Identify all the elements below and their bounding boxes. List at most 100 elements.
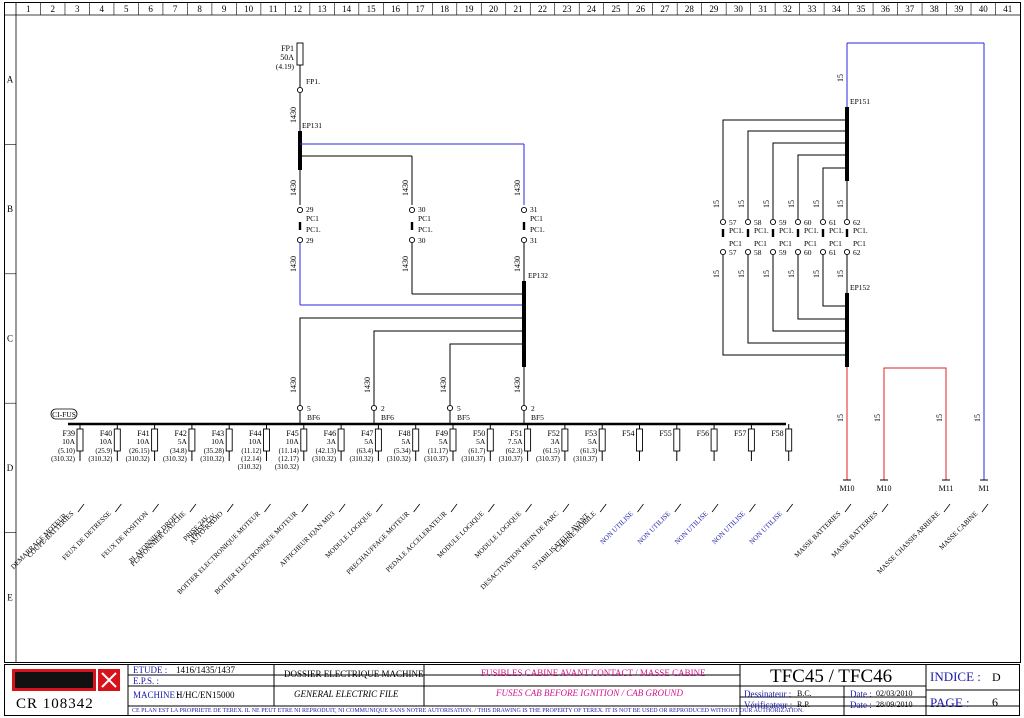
- row-letter: C: [7, 334, 13, 344]
- pc1-pin-number: 57: [729, 218, 737, 227]
- column-number: 9: [222, 4, 227, 14]
- pc1-pin-number: 30: [418, 205, 426, 214]
- fuse-ref: (62.3): [506, 447, 524, 455]
- fuse-id: F51: [510, 429, 522, 438]
- label-leader: [189, 503, 197, 513]
- wire: [772, 255, 847, 332]
- fuse-id: F55: [659, 429, 671, 438]
- fuse-ref: (34.8): [170, 447, 188, 455]
- wire: [797, 255, 847, 320]
- fuse-id: F43: [212, 429, 224, 438]
- wire-number: 1430: [513, 180, 522, 196]
- column-number: 34: [832, 4, 842, 14]
- column-number: 29: [709, 4, 719, 14]
- label-leader: [786, 503, 794, 513]
- label-leader: [264, 503, 271, 513]
- label-leader: [301, 503, 309, 513]
- fuse-symbol: [225, 428, 233, 452]
- indice-value: D: [992, 670, 1001, 684]
- column-number: 16: [391, 4, 401, 14]
- wire-number: 15: [787, 200, 796, 208]
- wire: [449, 343, 524, 405]
- wiring: [68, 42, 989, 513]
- pc1-pin-number: 31: [530, 236, 538, 245]
- label-leader: [152, 503, 159, 513]
- fuse-rating: 10A: [249, 437, 263, 446]
- fuse-rating: 10A: [137, 437, 151, 446]
- fuse-ref: (12.14): [241, 455, 262, 463]
- fuse-ref: (12.17): [278, 455, 299, 463]
- fuse-rating: 10A: [211, 437, 225, 446]
- fuse-box-tag: [50, 408, 78, 420]
- fuse-symbol: [449, 428, 457, 452]
- ep152-bar: [845, 293, 849, 367]
- label-leader: [749, 503, 756, 513]
- wire: [772, 142, 847, 219]
- date-1: 02/03/2010: [876, 689, 913, 698]
- column-number: 31: [758, 4, 767, 14]
- fuse-rating: 3A: [327, 437, 337, 446]
- wire-number: 15: [762, 200, 771, 208]
- fuse-symbol: [337, 428, 345, 452]
- title-block: CR 108342 ETUDE : 1416/1435/1437 E.P.S. …: [4, 664, 1020, 716]
- fuse-rating: 5A: [588, 437, 598, 446]
- pc1-pin: [520, 206, 528, 214]
- label-leader: [525, 503, 532, 513]
- wire-number: 15: [836, 414, 845, 422]
- function-label: STABILISATEUR AVANT: [531, 511, 591, 571]
- fuse-symbol: [151, 428, 159, 452]
- pc1-pin-number: 57: [729, 248, 737, 257]
- machine-value: H/HC/EN15000: [176, 690, 235, 700]
- date-2: 28/09/2010: [876, 700, 913, 709]
- fuse-ref: (310.32): [126, 455, 151, 463]
- row-letter: D: [7, 463, 14, 473]
- fuse-id: F54: [622, 429, 634, 438]
- pc1-pin: [843, 248, 851, 256]
- column-number: 7: [173, 4, 178, 14]
- function-label: NON UTILISE: [748, 510, 784, 546]
- wire-number: 15: [712, 270, 721, 278]
- label-leader: [562, 503, 570, 513]
- fuse-ref: (11.17): [428, 447, 449, 455]
- wire-number: 15: [836, 74, 845, 82]
- column-number: 12: [293, 4, 302, 14]
- wire: [722, 119, 847, 219]
- ep132-bar: [522, 281, 526, 367]
- ground-wire: [883, 367, 947, 480]
- column-number: 23: [562, 4, 572, 14]
- wire-number: 1430: [401, 256, 410, 272]
- wire-number: 15: [812, 270, 821, 278]
- fuse-rating: 5A: [439, 437, 449, 446]
- feed-pin: [520, 404, 528, 412]
- fuse-symbol: [561, 428, 569, 452]
- wire-number: 1430: [439, 377, 448, 393]
- fuse-ref: (25.9): [95, 447, 113, 455]
- pc1-contact: [821, 229, 825, 237]
- pc1-connector: PC1: [829, 239, 842, 248]
- fuse-rating: 3A: [551, 437, 561, 446]
- wire: [822, 167, 847, 219]
- column-number: 1: [26, 4, 31, 14]
- fuse-id: F41: [137, 429, 149, 438]
- main-fuse-symbol: [296, 42, 304, 66]
- row-letter: E: [7, 592, 13, 602]
- column-number: 27: [660, 4, 670, 14]
- etude-value: 1416/1435/1437: [176, 665, 236, 675]
- pc1-connector: PC1: [754, 239, 767, 248]
- pc1-connector: PC1.: [530, 225, 545, 234]
- feed-connector: BF5: [457, 413, 470, 422]
- fuse-ref: (35.28): [204, 447, 225, 455]
- fuse-rating: 10A: [62, 437, 76, 446]
- pc1-pin-number: 61: [829, 248, 837, 257]
- wire-number: 15: [737, 270, 746, 278]
- wire-number: 1430: [401, 180, 410, 196]
- terex-logo: [12, 669, 120, 691]
- column-number: 30: [734, 4, 744, 14]
- wire: [747, 255, 847, 344]
- fuse-id: F53: [585, 429, 597, 438]
- pc1-pin-number: 58: [754, 248, 762, 257]
- ep131-bar: [298, 131, 302, 170]
- pc1-pin-number: 62: [853, 248, 861, 257]
- feed-connector: BF6: [381, 413, 394, 422]
